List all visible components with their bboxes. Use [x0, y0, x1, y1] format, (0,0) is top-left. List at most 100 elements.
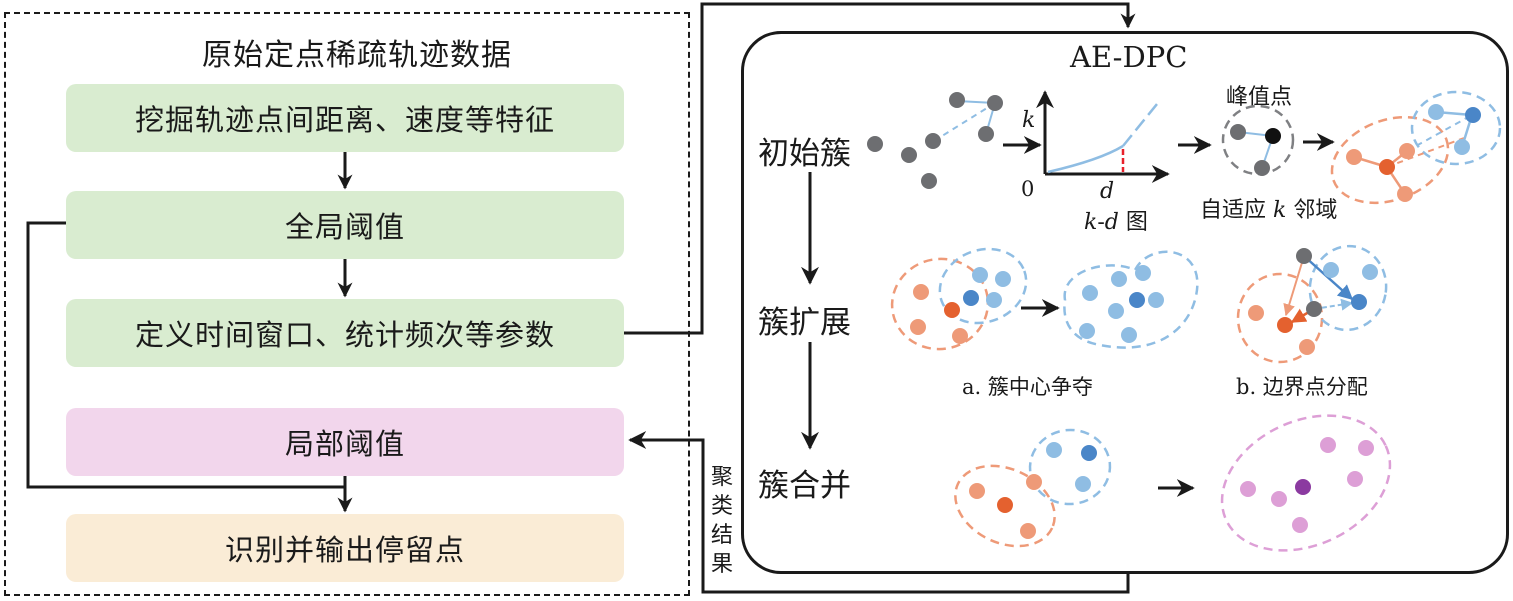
cluster-boundary — [1236, 272, 1324, 364]
link-line — [933, 102, 996, 142]
cluster-point — [1148, 292, 1164, 308]
cluster-point — [1135, 265, 1151, 281]
ae-dpc-title: AE-DPC — [1070, 40, 1188, 74]
cluster-point — [1362, 264, 1378, 280]
cluster-point — [1079, 323, 1095, 339]
cluster-point — [1254, 160, 1270, 176]
link-line — [1406, 114, 1473, 152]
params-to-aedpc-connector — [624, 2, 1136, 335]
panel-title: 原始定点稀疏轨迹数据 — [202, 38, 512, 73]
cluster-point — [986, 292, 1002, 308]
cluster-point — [952, 328, 968, 344]
cluster-point — [921, 173, 937, 189]
peak-point-label: 峰值点 — [1226, 85, 1293, 110]
cluster-point — [1081, 445, 1097, 461]
cluster-point — [1358, 440, 1374, 456]
cluster-point — [1240, 481, 1256, 497]
cluster-point — [1346, 149, 1362, 165]
cluster-point — [944, 302, 960, 318]
link-line — [1303, 255, 1354, 301]
step-label: 识别并输出停留点 — [224, 533, 465, 567]
cluster-point — [1129, 292, 1145, 308]
link-line — [1386, 137, 1465, 168]
feedback-char: 类 — [710, 494, 733, 519]
cluster-point — [1306, 301, 1322, 317]
kd-caption-d: d — [1104, 210, 1119, 235]
caption-border-assignment: b. 边界点分配 — [1236, 375, 1368, 399]
cluster-point — [969, 483, 985, 499]
cluster-point — [972, 267, 988, 283]
cluster-point — [913, 284, 929, 300]
cluster-point — [1248, 305, 1264, 321]
caption-center-competition: a. 簇中心争夺 — [962, 375, 1093, 399]
cluster-point — [1454, 139, 1470, 155]
cluster-point — [1347, 471, 1363, 487]
adaptive-suffix: 邻域 — [1286, 198, 1338, 223]
clustering-result-label: 聚 类 结 果 — [709, 463, 735, 579]
step-label: 全局阈值 — [284, 210, 405, 244]
cluster-point — [949, 92, 965, 108]
kd-caption-dash: - — [1097, 210, 1105, 235]
cluster-boundary — [1221, 104, 1295, 176]
cluster-point — [1296, 248, 1312, 264]
stage-cluster-expansion: 簇扩展 — [758, 305, 851, 341]
kd-y-axis-label: k — [1022, 108, 1036, 133]
step-label: 定义时间窗口、统计频次等参数 — [134, 318, 555, 352]
cluster-point — [1020, 523, 1036, 539]
step-extract-features[interactable]: 挖掘轨迹点间距离、速度等特征 — [66, 84, 624, 152]
cluster-point — [1320, 437, 1336, 453]
cluster-point — [1299, 339, 1315, 355]
cluster-point — [1277, 317, 1293, 333]
cluster-point — [1397, 186, 1413, 202]
cluster-boundary — [1028, 428, 1112, 506]
merged-cluster-boundary — [1063, 250, 1199, 349]
cluster-point — [1379, 159, 1395, 175]
link-line — [1313, 298, 1354, 311]
cluster-point — [1292, 517, 1308, 533]
cluster-point — [1230, 124, 1246, 140]
cluster-point — [1046, 442, 1062, 458]
cluster-point — [978, 126, 994, 142]
cluster-point — [1108, 303, 1124, 319]
cluster-point — [910, 319, 926, 335]
cluster-point — [1265, 128, 1281, 144]
adaptive-k-neighborhood-label: 自适应 k 邻域 — [1200, 192, 1337, 224]
kd-origin-label: 0 — [1021, 177, 1035, 201]
step-define-parameters[interactable]: 定义时间窗口、统计频次等参数 — [66, 299, 624, 367]
cluster-boundary — [938, 247, 1028, 325]
cluster-point — [867, 136, 883, 152]
kd-curve — [1047, 144, 1124, 174]
kd-plot-caption: k-d 图 — [1084, 204, 1148, 236]
kd-caption-suffix: 图 — [1118, 210, 1148, 235]
feedback-connector — [628, 431, 1130, 594]
step-label: 局部阈值 — [284, 427, 405, 461]
stage-cluster-merge: 簇合并 — [758, 468, 851, 504]
cluster-point — [1111, 271, 1127, 287]
cluster-point — [1121, 327, 1137, 343]
step-local-threshold[interactable]: 局部阈值 — [66, 408, 624, 476]
feedback-char: 聚 — [710, 465, 733, 490]
cluster-boundary — [1308, 244, 1388, 332]
link-line — [1283, 255, 1305, 317]
feedback-char: 结 — [710, 523, 733, 548]
step-global-threshold[interactable]: 全局阈值 — [66, 191, 624, 259]
kd-curve-extension — [1122, 103, 1158, 147]
ae-dpc-panel — [741, 31, 1509, 574]
cluster-point — [963, 290, 979, 306]
adaptive-prefix: 自适应 — [1200, 198, 1273, 223]
cluster-point — [1323, 262, 1339, 278]
step-label: 挖掘轨迹点间距离、速度等特征 — [134, 103, 555, 137]
kd-caption-k: k — [1084, 210, 1098, 235]
step-output-stay-points[interactable]: 识别并输出停留点 — [66, 514, 624, 582]
cluster-point — [1351, 294, 1367, 310]
cluster-point — [1428, 104, 1444, 120]
cluster-boundary — [1220, 414, 1392, 552]
cluster-point — [995, 271, 1011, 287]
cluster-point — [987, 95, 1003, 111]
stage-initial-cluster: 初始簇 — [758, 136, 851, 172]
cluster-point — [1399, 143, 1415, 159]
feedback-char: 果 — [710, 552, 733, 577]
kd-x-axis-label: d — [1100, 179, 1115, 204]
cluster-point — [1075, 476, 1091, 492]
